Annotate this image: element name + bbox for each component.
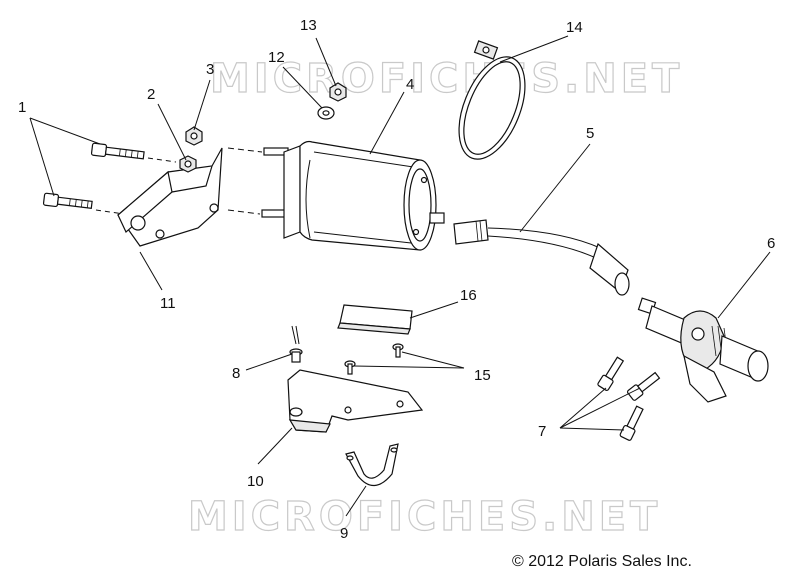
callout-5: 5	[586, 125, 595, 142]
watermark-top: MICROFICHES.NET	[209, 55, 684, 102]
callout-16: 16	[460, 287, 477, 304]
part-7-bolts	[597, 356, 661, 441]
callout-14: 14	[566, 19, 583, 36]
part-14-hose-clamp	[458, 40, 526, 160]
callout-13: 13	[300, 17, 317, 34]
callout-2: 2	[147, 86, 156, 103]
callout-4: 4	[406, 76, 415, 93]
part-3-nut	[185, 126, 203, 146]
part-13-nut	[329, 82, 347, 102]
callout-8: 8	[232, 365, 241, 382]
callout-9: 9	[340, 525, 349, 542]
callout-15: 15	[474, 367, 491, 384]
part-16-pad	[337, 304, 413, 335]
copyright-notice: © 2012 Polaris Sales Inc.	[512, 553, 692, 570]
callout-11: 11	[160, 295, 176, 312]
callout-7: 7	[538, 423, 547, 440]
part-10-mounting-plate	[287, 369, 424, 433]
leader-lines	[29, 35, 771, 517]
part-11-bracket	[117, 147, 223, 247]
part-9-strap	[345, 443, 399, 487]
watermark-bottom: MICROFICHES.NET	[187, 493, 662, 540]
part-5-cable	[453, 219, 630, 296]
callout-10: 10	[247, 473, 264, 490]
part-4-starter-motor	[227, 140, 445, 251]
part-1-bolts	[42, 142, 177, 215]
part-12-washer	[317, 106, 335, 120]
part-6-drive-assembly	[637, 297, 769, 403]
callout-1: 1	[18, 99, 27, 116]
part-15-screws	[344, 343, 404, 375]
callout-6: 6	[767, 235, 776, 252]
part-8-push-pin	[289, 325, 303, 363]
callout-12: 12	[268, 49, 285, 66]
part-2-nut	[179, 155, 197, 173]
callout-3: 3	[206, 61, 215, 78]
